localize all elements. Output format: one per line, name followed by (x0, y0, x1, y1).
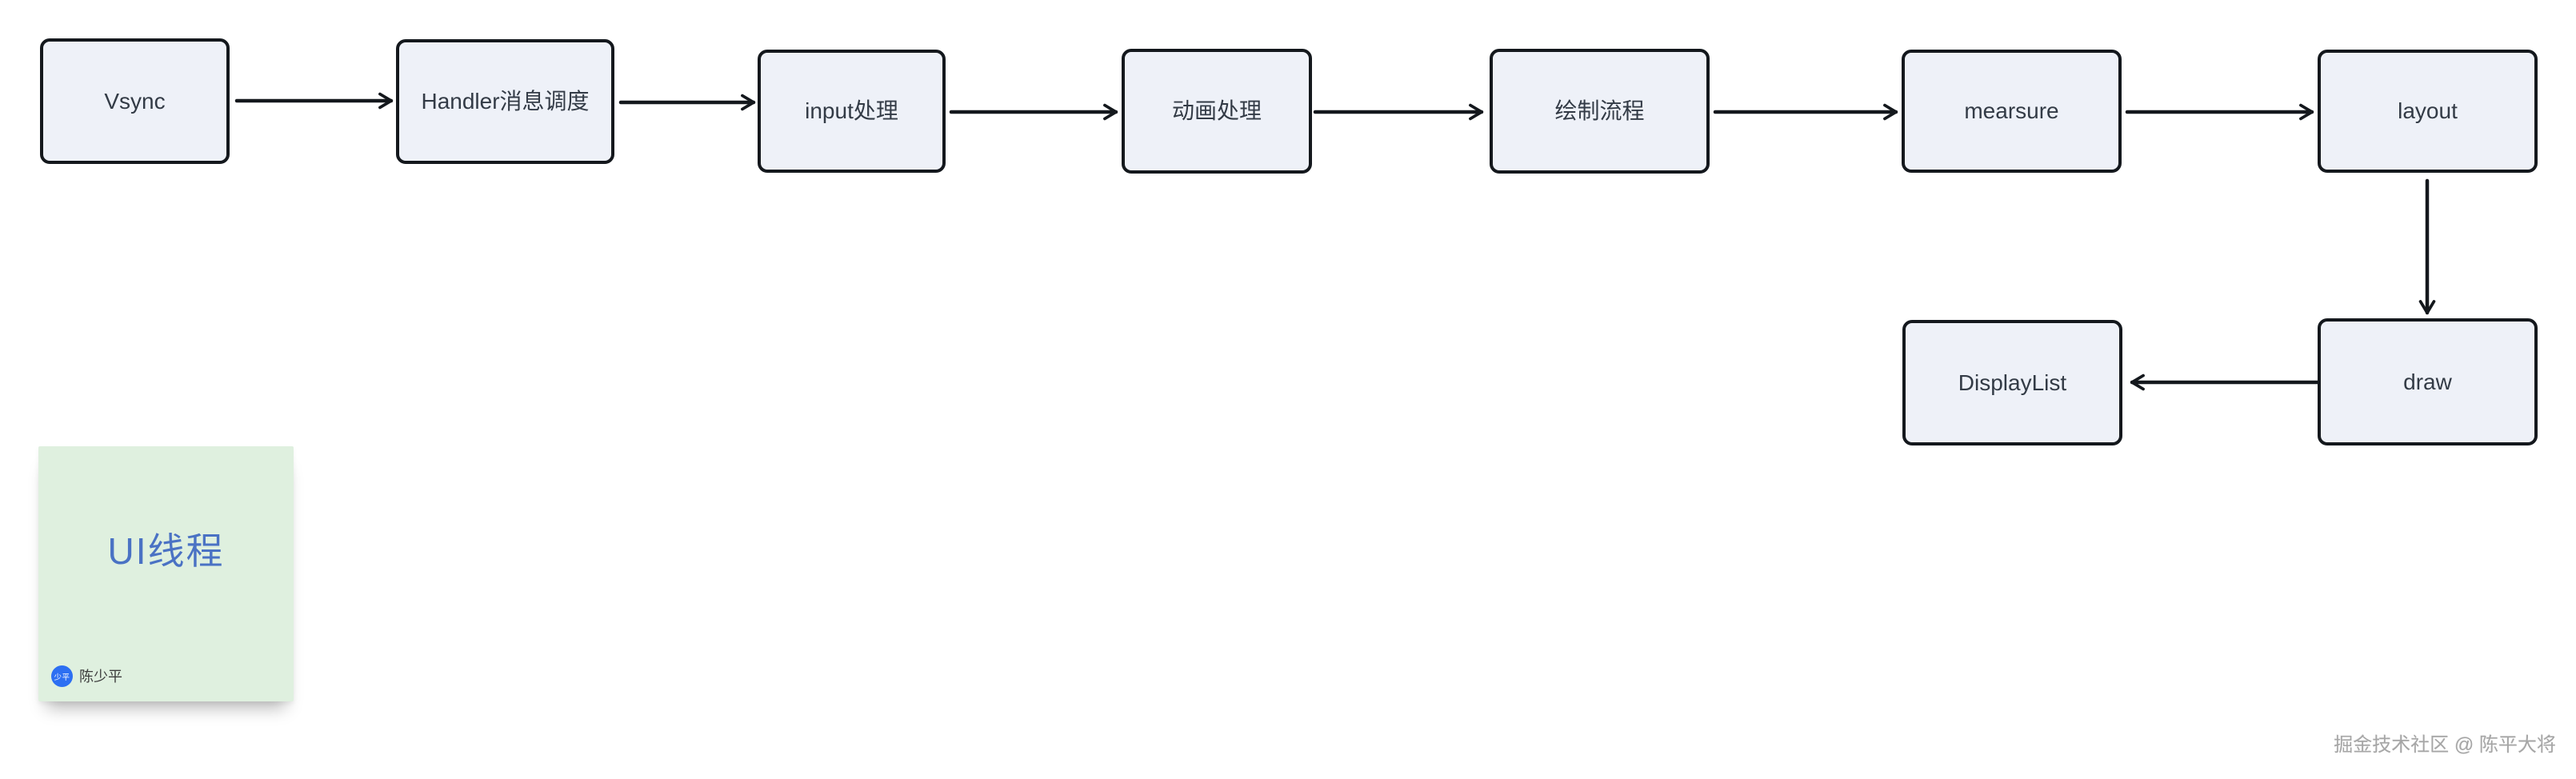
flow-node-handler: Handler消息调度 (396, 39, 614, 164)
flow-node-layout: layout (2318, 50, 2538, 173)
sticky-note-title: UI线程 (107, 530, 225, 572)
flow-node-render-flow: 绘制流程 (1490, 49, 1710, 174)
flow-node-display-list: DisplayList (1902, 320, 2122, 445)
author-name: 陈少平 (79, 668, 122, 685)
sticky-note-ui-thread: UI线程 少平 陈少平 (38, 446, 294, 701)
flow-node-input: input处理 (758, 50, 946, 173)
flow-node-vsync: Vsync (40, 38, 230, 164)
flow-node-animation: 动画处理 (1122, 49, 1312, 174)
flow-node-mearsure: mearsure (1902, 50, 2122, 173)
sticky-note-footer: 少平 陈少平 (51, 665, 122, 687)
watermark-text: 掘金技术社区 @ 陈平大将 (2334, 734, 2556, 756)
author-avatar: 少平 (51, 665, 73, 687)
flow-node-draw: draw (2318, 318, 2538, 445)
